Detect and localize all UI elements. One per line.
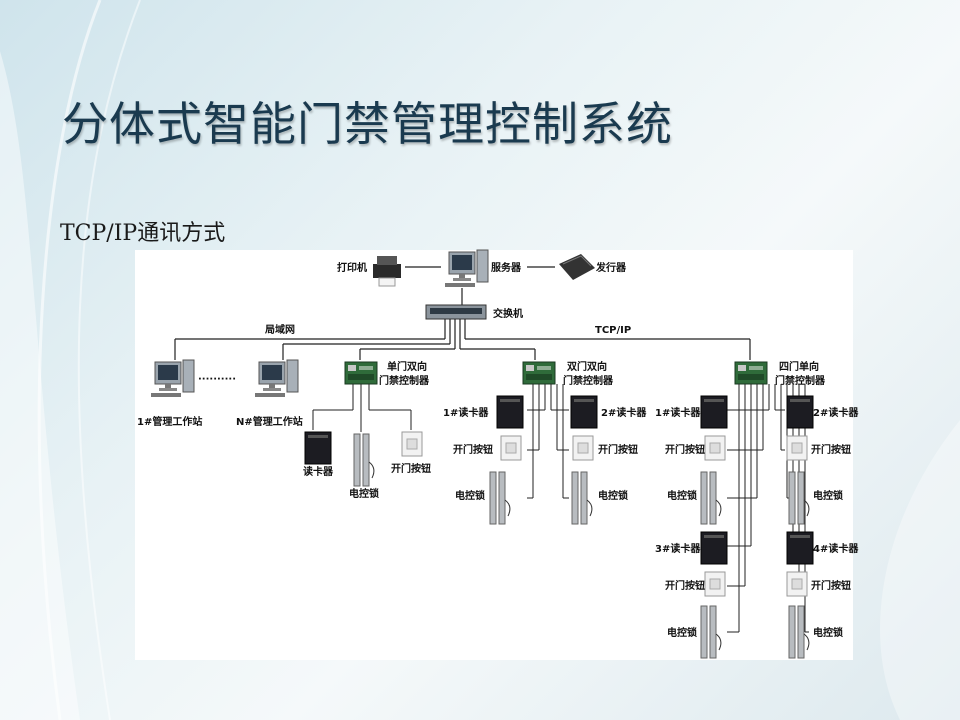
four-controller-label-1: 四门单向: [779, 360, 819, 373]
button-four-1-label: 开门按钮: [665, 443, 705, 456]
reader-1-four-label: 1#读卡器: [655, 406, 701, 419]
lock-double-left-label: 电控锁: [455, 489, 485, 502]
single-controller-label-2: 门禁控制器: [379, 374, 430, 387]
workstation-n-label: N#管理工作站: [236, 415, 303, 428]
slide-subtitle: TCP/IP通讯方式: [60, 221, 226, 246]
lock-single-label: 电控锁: [349, 487, 379, 500]
button-double-left-label: 开门按钮: [453, 443, 493, 456]
reader-1-four-icon: [700, 395, 728, 429]
button-four-3-label: 开门按钮: [665, 579, 705, 592]
ellipsis-label: ··········: [198, 374, 236, 385]
lock-single-icon: [353, 433, 375, 487]
workstation-1-label: 1#管理工作站: [137, 415, 202, 428]
tcpip-label: TCP/IP: [595, 325, 631, 336]
button-double-right-label: 开门按钮: [598, 443, 638, 456]
reader-single-icon: [304, 431, 332, 465]
issuer-icon: [559, 254, 595, 280]
network-diagram-panel: 打印机 服务器 发行器 交换机 局域网 TCP/IP 1#管理工作站 ·····…: [135, 249, 859, 660]
reader-2-four-icon: [786, 395, 814, 429]
lock-double-right-icon: [571, 471, 593, 525]
switch-icon: [425, 304, 487, 320]
lan-label: 局域网: [264, 323, 295, 336]
button-four-4-label: 开门按钮: [811, 579, 851, 592]
reader-1-double-label: 1#读卡器: [443, 406, 489, 419]
lock-four-2-label: 电控锁: [813, 489, 843, 502]
double-controller-label-2: 门禁控制器: [563, 374, 614, 387]
reader-4-four-label: 4#读卡器: [813, 542, 859, 555]
button-single-label: 开门按钮: [391, 462, 431, 475]
lock-four-1-icon: [700, 471, 722, 525]
issuer-label: 发行器: [595, 261, 627, 274]
lock-four-3-icon: [700, 605, 722, 659]
printer-icon: [373, 256, 401, 287]
button-four-4-icon: [786, 571, 808, 597]
slide-title: 分体式智能门禁管理控制系统: [62, 97, 673, 151]
reader-4-four-icon: [786, 531, 814, 565]
lock-double-left-icon: [489, 471, 511, 525]
four-door-controller-icon: [734, 361, 768, 385]
server-icon: [444, 249, 489, 288]
reader-1-double-icon: [496, 395, 524, 429]
reader-2-double-label: 2#读卡器: [601, 406, 647, 419]
network-diagram: 打印机 服务器 发行器 交换机 局域网 TCP/IP 1#管理工作站 ·····…: [137, 249, 859, 659]
button-four-2-label: 开门按钮: [811, 443, 851, 456]
lock-four-1-label: 电控锁: [667, 489, 697, 502]
workstation-n-icon: [254, 359, 299, 398]
single-door-controller-icon: [344, 361, 378, 385]
button-double-left-icon: [500, 435, 522, 461]
reader-single-label: 读卡器: [303, 465, 334, 478]
single-controller-label-1: 单门双向: [387, 360, 427, 373]
reader-2-four-label: 2#读卡器: [813, 406, 859, 419]
lock-four-2-icon: [788, 471, 810, 525]
lock-double-right-label: 电控锁: [598, 489, 628, 502]
reader-3-four-label: 3#读卡器: [655, 542, 701, 555]
reader-3-four-icon: [700, 531, 728, 565]
switch-label: 交换机: [493, 307, 523, 320]
four-controller-label-2: 门禁控制器: [775, 374, 826, 387]
printer-label: 打印机: [337, 261, 367, 274]
button-double-right-icon: [572, 435, 594, 461]
reader-2-double-icon: [570, 395, 598, 429]
lock-four-4-label: 电控锁: [813, 626, 843, 639]
button-four-2-icon: [786, 435, 808, 461]
server-label: 服务器: [491, 261, 522, 274]
double-door-controller-icon: [522, 361, 556, 385]
button-four-3-icon: [704, 571, 726, 597]
lock-four-3-label: 电控锁: [667, 626, 697, 639]
workstation-1-icon: [150, 359, 195, 398]
button-single-icon: [401, 431, 423, 457]
button-four-1-icon: [704, 435, 726, 461]
double-controller-label-1: 双门双向: [567, 360, 607, 373]
